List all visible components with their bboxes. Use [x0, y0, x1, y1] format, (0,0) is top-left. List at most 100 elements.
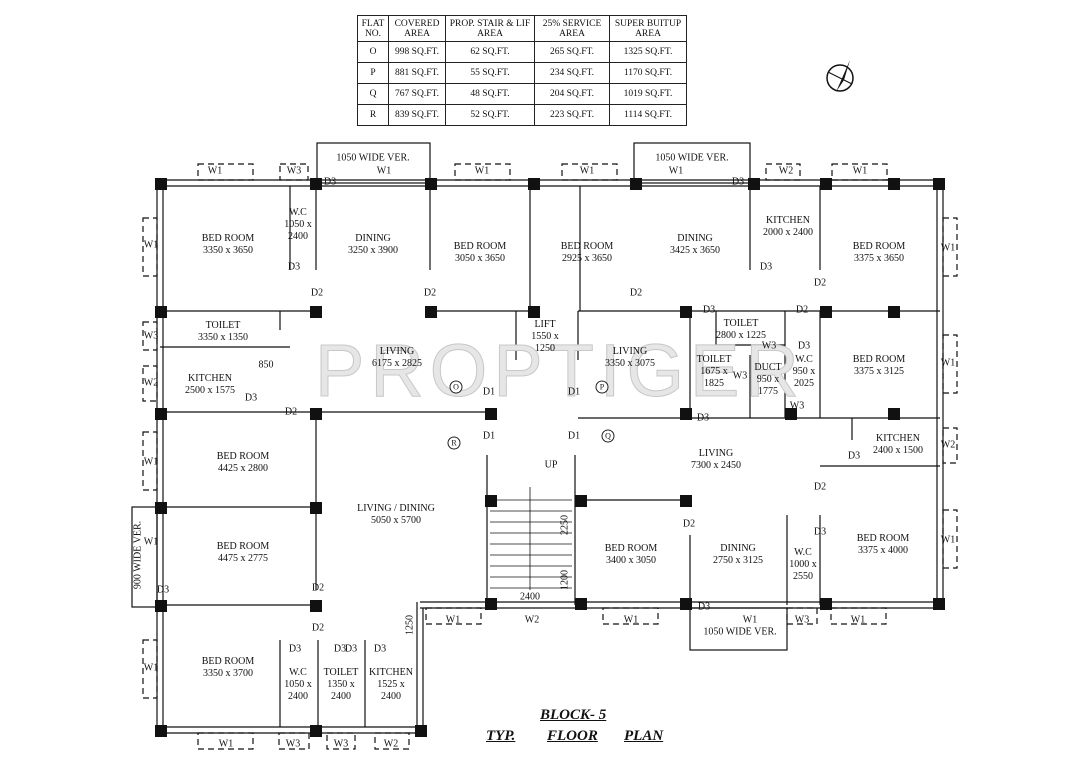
- window-tag: W1: [376, 165, 392, 177]
- window-tag: W1: [218, 738, 234, 750]
- room-name: LIVING: [612, 346, 648, 357]
- room-size: 2925 x 3650: [561, 253, 612, 264]
- window-tag: W3: [794, 614, 810, 626]
- door-tag: D3: [287, 261, 301, 273]
- table-cell: 204 SQ.FT.: [534, 83, 610, 105]
- door-tag: D3: [244, 392, 258, 404]
- structural-column: [425, 178, 437, 190]
- structural-column: [485, 598, 497, 610]
- door-tag: D2: [795, 304, 809, 316]
- room-size: 2500 x 1575: [185, 385, 235, 396]
- room-size: 1550 x 1250: [531, 331, 559, 354]
- structural-column: [680, 408, 692, 420]
- door-tag: D1: [567, 430, 581, 442]
- table-cell: Q: [357, 83, 389, 105]
- window-tag: W1: [668, 165, 684, 177]
- plan-title-plan: PLAN: [624, 728, 664, 744]
- window-projection: [942, 427, 958, 464]
- room-name: W.C: [289, 207, 307, 218]
- flat-marker-r: R: [447, 436, 461, 450]
- room-name: DINING: [355, 233, 391, 244]
- door-tag: D2: [310, 287, 324, 299]
- room-name: KITCHEN: [188, 373, 232, 384]
- window-projection: [142, 365, 158, 402]
- window-projection: [454, 163, 511, 181]
- room-size: 1350 x 2400: [327, 679, 355, 702]
- window-tag: W1: [742, 614, 758, 626]
- table-cell: 52 SQ.FT.: [445, 104, 535, 126]
- door-tag: D3: [333, 643, 347, 655]
- door-tag: D3: [156, 584, 170, 596]
- door-tag: D3: [373, 643, 387, 655]
- door-tag: D3: [696, 412, 710, 424]
- door-tag: D3: [847, 450, 861, 462]
- room-size: 2750 x 3125: [713, 555, 763, 566]
- window-tag: W2: [383, 738, 399, 750]
- room-name: TOILET: [696, 354, 732, 365]
- structural-column: [888, 306, 900, 318]
- flat-marker-o: O: [449, 380, 463, 394]
- room-size: 3400 x 3050: [605, 555, 656, 566]
- structural-column: [575, 495, 587, 507]
- table-cell: 1114 SQ.FT.: [609, 104, 687, 126]
- verandah-label: 1050 WIDE VER.: [655, 152, 729, 164]
- room-size: 3425 x 3650: [670, 245, 720, 256]
- window-tag: W2: [778, 165, 794, 177]
- verandah-label: 1050 WIDE VER.: [336, 152, 410, 164]
- header-stair-lift-area: PROP. STAIR & LIF AREA: [445, 15, 535, 42]
- window-tag: W3: [285, 738, 301, 750]
- room-size: 3375 x 3125: [853, 366, 904, 377]
- window-tag: W1: [850, 614, 866, 626]
- room-size: 1675 x 1825: [700, 366, 728, 389]
- table-cell: O: [357, 41, 389, 63]
- dimension-label: 2400: [520, 591, 540, 603]
- window-projection: [561, 163, 618, 181]
- room-name: BED ROOM: [201, 656, 255, 667]
- window-tag: W1: [623, 614, 639, 626]
- door-tag: D1: [482, 430, 496, 442]
- table-cell: 1170 SQ.FT.: [609, 62, 687, 84]
- window-projection: [942, 217, 958, 277]
- room-name: BED ROOM: [852, 354, 906, 365]
- room-name: LIVING: [698, 448, 734, 459]
- window-tag: W1: [940, 357, 956, 369]
- room-size: 3350 x 3700: [202, 668, 253, 679]
- room-name: BED ROOM: [453, 241, 507, 252]
- structural-column: [155, 725, 167, 737]
- structural-column: [575, 598, 587, 610]
- window-projection: [279, 163, 309, 181]
- structural-column: [888, 178, 900, 190]
- door-tag: D3: [702, 304, 716, 316]
- structural-column: [820, 306, 832, 318]
- room-size: 3050 x 3650: [454, 253, 505, 264]
- room-size: 950 x 2025: [792, 366, 816, 389]
- room-name: W.C: [795, 354, 813, 365]
- room-size: 4475 x 2775: [217, 553, 268, 564]
- area-table: FLAT NO. COVERED AREA PROP. STAIR & LIF …: [357, 15, 687, 126]
- flat-marker-q: Q: [601, 429, 615, 443]
- window-projection: [830, 607, 887, 625]
- table-cell: 223 SQ.FT.: [534, 104, 610, 126]
- window-projection: [142, 639, 158, 699]
- room-name: BED ROOM: [201, 233, 255, 244]
- window-tag: W1: [579, 165, 595, 177]
- room-name: TOILET: [723, 318, 759, 329]
- room-size: 3250 x 3900: [348, 245, 398, 256]
- room-size: 1525 x 2400: [377, 679, 405, 702]
